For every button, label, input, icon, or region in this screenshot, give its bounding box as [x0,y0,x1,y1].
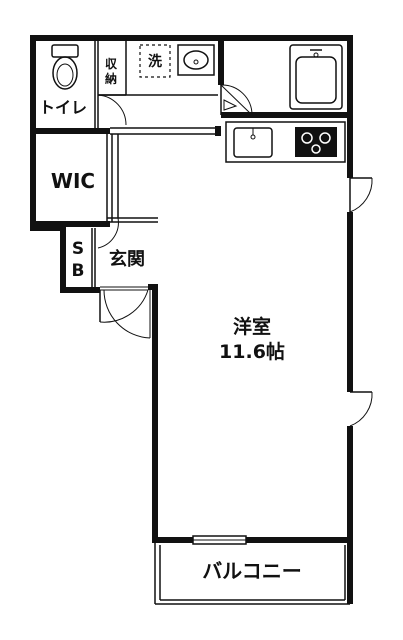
window-balcony [192,535,247,545]
room-label-balcony: バルコニー [202,559,302,583]
room-label-shoebox-b: B [72,261,85,281]
kitchen-sink-icon [233,127,273,158]
room-label-toilet: トイレ [39,98,87,117]
room-label-shoebox-s: S [72,239,84,259]
exterior-walls [30,35,353,604]
room-label-wic: WIC [51,169,95,193]
room-size-western-room: 11.6帖 [219,340,285,363]
room-label-washroom: 洗 [148,53,162,70]
bathtub-icon [289,44,343,110]
washing-machine-space [139,44,171,78]
door-swing-icon [97,84,373,427]
kitchen-counter [225,121,346,163]
interior-walls [33,38,350,290]
toilet-icon [51,44,79,90]
room-label-storage-bottom: 納 [105,71,117,86]
room-label-entrance: 玄関 [109,248,145,270]
stove-icon [295,127,337,157]
balcony-area [154,540,350,605]
room-label-storage-top: 収 [105,57,118,71]
sink-icon [177,44,215,76]
room-label-western-room: 洋室 [233,315,271,338]
